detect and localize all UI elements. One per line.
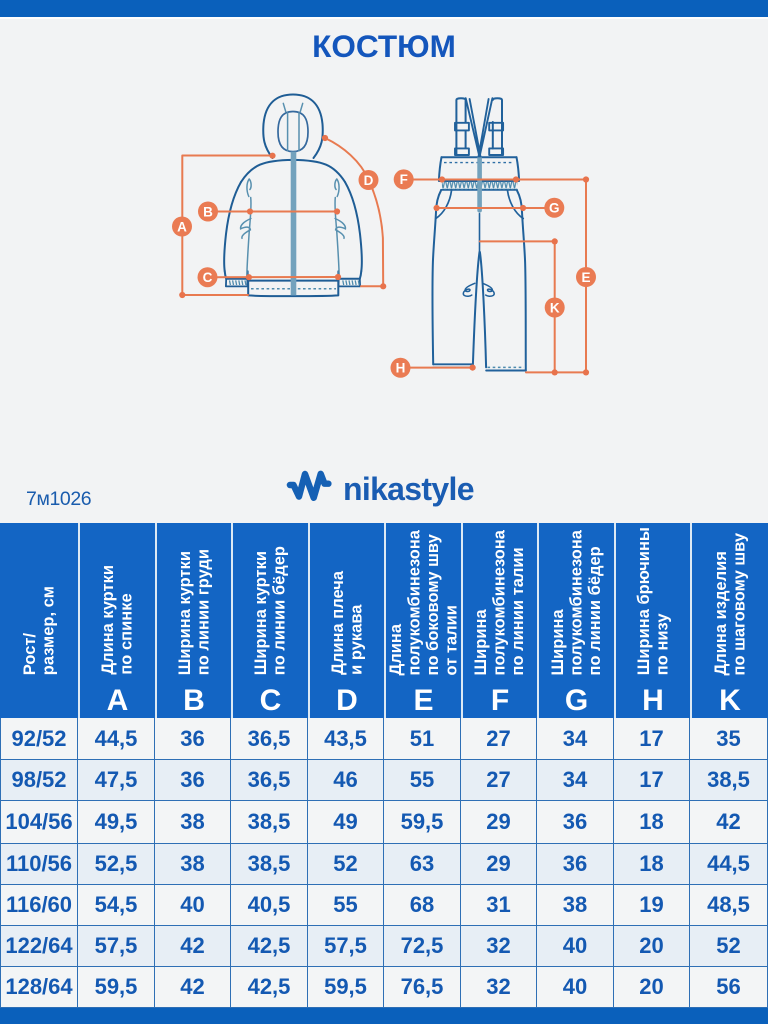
svg-text:B: B bbox=[203, 204, 213, 219]
svg-text:C: C bbox=[203, 270, 213, 285]
svg-text:A: A bbox=[177, 219, 187, 234]
svg-text:E: E bbox=[581, 270, 590, 285]
svg-text:H: H bbox=[396, 361, 406, 376]
svg-text:D: D bbox=[364, 173, 374, 188]
svg-text:K: K bbox=[550, 300, 560, 315]
svg-text:nikastyle: nikastyle bbox=[343, 471, 474, 507]
svg-text:G: G bbox=[549, 201, 560, 216]
svg-text:F: F bbox=[400, 172, 408, 187]
